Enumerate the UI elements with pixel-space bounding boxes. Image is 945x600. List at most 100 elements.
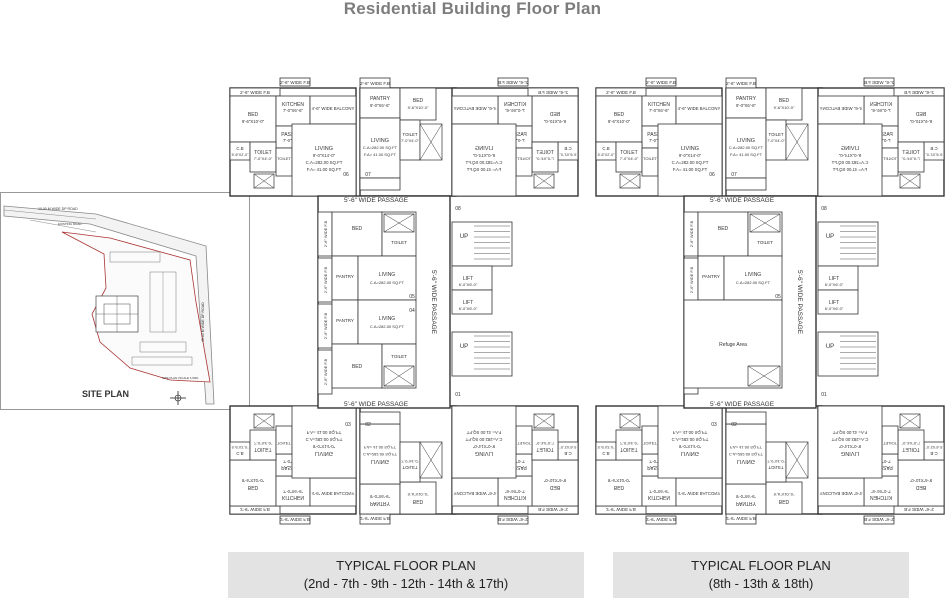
p2-bottom-right-flat: 2'-6" WIDE F.B2'-6" WIDE F.BBED9'-6"X10'… <box>817 405 945 525</box>
p2-bottom-mid-flat-unit-box <box>725 411 767 425</box>
p2-bottom-left-flat-kitchen-dim: 7'-0"X6'-6" <box>649 489 669 494</box>
p2-top-right-flat-toilet-a <box>897 141 925 173</box>
p2-lift-b-dim: 6'-0"X6'-0" <box>825 306 844 311</box>
p2-bottom-left-flat: 2'-6" WIDE F.B2'-6" WIDE F.BBED9'-6"X10'… <box>595 405 723 525</box>
p1-stair-top-up: UP <box>460 234 468 240</box>
p1-top-right-flat-living <box>451 123 517 197</box>
p1-core-bed-bottom-label: BED <box>352 364 363 370</box>
p1-bottom-left-flat-bed-dim: 9'-6"X10'-0" <box>242 478 265 483</box>
p2-bottom-left-flat-living-dim: 9'-0"X14'-0" <box>679 444 702 449</box>
p2-bottom-left-flat-fb-left-label: 2'-6" WIDE F.B <box>606 507 636 512</box>
p2-bottom-mid-flat-pantry-dim: 9'-0"X6'-6" <box>736 494 756 499</box>
p1-bottom-mid-group: 2'-6" WIDE F.BPANTRY9'-0"X6'-6"BED9'-6"X… <box>359 405 457 525</box>
p1-bottom-left-flat-cb-dim: 5'-6"X2'-0" <box>232 445 249 449</box>
p1-bottom-left-flat: 2'-6" WIDE F.B2'-6" WIDE F.BBED9'-6"X10'… <box>229 405 357 525</box>
north-arrow-icon <box>170 391 186 405</box>
p1-top-mid-flat-shaft <box>419 123 443 161</box>
p1-num-07: 07 <box>365 172 371 178</box>
p2-top-mid-flat-pantry-dim: 9'-0"X6'-6" <box>736 103 756 108</box>
site-existing-road-label: EXISTING ROAD <box>58 222 82 226</box>
p2-bottom-right-flat-area-ca: C.A=282.00 SQ.FT <box>831 437 868 442</box>
p2-fb-strip-label-1: 2'-6" WIDE F.B <box>689 266 694 293</box>
p2-core-bed-top <box>697 211 749 257</box>
p1-bottom-right-flat-balcony-label: 4'-6" WIDE BALCONY <box>454 491 497 496</box>
p1-top-mid-flat-bed <box>399 87 437 121</box>
p1-lift-b-dim: 6'-0"X6'-0" <box>459 306 478 311</box>
p2-top-right-flat-living-dim: 9'-0"X14'-0" <box>838 153 861 158</box>
p2-fb-strip-label-0: 2'-6" WIDE F.B <box>689 220 694 247</box>
p1-bottom-left-flat-balcony-label: 4'-6" WIDE BALCONY <box>312 491 355 496</box>
p1-top-right-flat-bed-label: BED <box>549 112 560 118</box>
p2-top-right-flat-balcony-label: 4'-6" WIDE BALCONY <box>820 106 863 111</box>
p1-bottom-left-flat-toilet-a-label: TOILET <box>254 446 271 452</box>
p1-bottom-right-flat-cb-dim: 5'-6"X2'-0" <box>559 445 576 449</box>
p1-bottom-left-flat-fb-left-label: 2'-6" WIDE F.B <box>240 507 270 512</box>
p1-passage-vertical-label: 5'-6" WIDE PASSAGE <box>430 270 437 335</box>
p2-bottom-left-flat-fb-top <box>645 515 677 525</box>
p1-top-mid-flat-area-fa: F.A= 41.00 SQ.FT <box>364 152 397 157</box>
p1-bottom-left-flat-toilet-a <box>249 429 277 461</box>
site-plan-drawing: 10.00 M WIDE DP ROAD EXISTING ROAD 45.00… <box>0 192 250 410</box>
p2-bottom-mid-flat-shaft <box>785 441 809 479</box>
p2-bottom-right-flat-toilet-a-dim: 7'-0"X4'-0" <box>901 441 920 446</box>
p1-core-pantry-b-label: PANTRY <box>336 318 354 323</box>
p1-bottom-left-flat-cb <box>229 441 251 461</box>
p2-lift-a-dim: 6'-0"X6'-0" <box>825 282 844 287</box>
p1-passage-bottom-label: 5'-6" WIDE PASSAGE <box>344 401 409 408</box>
p1-top-right-flat-kitchen <box>497 95 533 127</box>
p1-bottom-left-flat-shaft-a <box>253 413 275 429</box>
p1-bottom-right-flat-cb <box>557 441 579 461</box>
p2-bottom-right-flat-cb-dim: 5'-6"X2'-0" <box>925 445 942 449</box>
p1-stair-top <box>451 221 513 267</box>
p2-top-right-flat-fb-top <box>863 77 895 87</box>
p1-bottom-right-flat-shaft-a <box>533 413 555 429</box>
p1-bottom-left-flat-cb-label: C.B <box>236 451 243 456</box>
p1-bottom-mid-flat-living <box>359 423 401 485</box>
p2-top-mid-flat-toilet-label: TOILET <box>769 132 784 137</box>
p1-top-right-flat-toilet-b-label: TOILET <box>516 156 530 161</box>
p2-top-left-flat: 2'-6" WIDE F.B2'-6" WIDE F.BBED9'-6"X10'… <box>595 77 723 197</box>
p2-bottom-left-flat-living-label: LIVING <box>681 450 699 456</box>
p2-top-right-flat-living <box>817 123 883 197</box>
p2-bottom-right-flat-living-label: LIVING <box>841 450 859 456</box>
p2-top-right-flat-balcony <box>817 95 865 125</box>
site-plan-panel: 10.00 M WIDE DP ROAD EXISTING ROAD 45.00… <box>0 192 250 410</box>
p2-top-left-flat-living-label: LIVING <box>681 146 699 152</box>
p2-bottom-right-flat-bed <box>897 459 945 507</box>
p1-bottom-right-flat-fb-left-label: 2'-6" WIDE F.B <box>538 507 568 512</box>
p1-bottom-mid-flat-fb-top-label: 2'-6" WIDE F.B <box>360 516 390 521</box>
p2-bottom-mid-flat-area-ca: C.A=282.00 SQ.FT <box>729 452 764 457</box>
p1-top-right-flat-fb-left-label: 2'-6" WIDE F.B <box>538 90 568 95</box>
p1-top-right-flat-area-fa: F.A= 41.00 SQ.FT <box>466 167 501 172</box>
p2-num-08: 08 <box>821 206 827 212</box>
p1-passage-top-label: 5'-6" WIDE PASSAGE <box>344 197 409 204</box>
p1-top-left-flat-toilet-a-dim: 7'-0"X4'-0" <box>254 156 273 161</box>
p2-top-left-flat-area-fa: F.A= 41.00 SQ.FT <box>673 167 708 172</box>
p1-stair-bottom-up: UP <box>460 344 468 350</box>
p2-bottom-right-flat-shaft-a <box>899 413 921 429</box>
p2-top-right-flat-bed-dim: 9'-6"X10'-0" <box>909 119 932 124</box>
p2-top-left-flat-cb-label: C.B <box>602 146 609 151</box>
p2-bottom-left-flat-cb-label: C.B <box>602 451 609 456</box>
p1-top-right-flat-kitchen-dim: 7'-0"X6'-6" <box>505 108 525 113</box>
p1-top-left-flat-kitchen-dim: 7'-0"X6'-6" <box>283 108 303 113</box>
p2-top-right-flat-toilet-a-label: TOILET <box>902 150 919 156</box>
p2-stair-top-up: UP <box>826 234 834 240</box>
p1-top-left-flat-fb-left-label: 2'-6" WIDE F.B <box>240 90 270 95</box>
p1-top-right-flat-bed-dim: 9'-6"X10'-0" <box>543 119 566 124</box>
p2-top-right-flat-living-label: LIVING <box>841 146 859 152</box>
site-scale-note: SITE PLAN (SCALE 1:500) <box>162 376 198 380</box>
p2-top-left-flat-toilet-b-label: TOILET <box>643 156 657 161</box>
p2-bottom-right-flat-cb <box>923 441 945 461</box>
p2-bottom-mid-flat-toilet-dim: 7'-0"X4'-0" <box>767 459 785 463</box>
p2-top-right-group: 2'-6" WIDE F.B2'-6" WIDE F.BBED9'-6"X10'… <box>817 77 945 197</box>
p2-bottom-right-flat-cb-label: C.B <box>930 451 937 456</box>
p2-core-toilet-top-label: TOILET <box>757 240 773 245</box>
p1-bottom-mid-flat-pantry-dim: 9'-0"X6'-6" <box>370 494 390 499</box>
p1-top-left-flat-cb-label: C.B <box>236 146 243 151</box>
p1-fb-strip-label-0: 2'-6" WIDE F.B <box>323 220 328 247</box>
p2-top-mid-flat-fb-top-label: 2'-6" WIDE F.B <box>726 81 756 86</box>
p1-bottom-right-flat-living-label: LIVING <box>475 450 493 456</box>
p2-bottom-mid-flat-pantry-label: PANTRY <box>736 500 756 506</box>
floor-plan-1-drawing: 2'-6" WIDE F.B2'-6" WIDE F.BBED9'-6"X10'… <box>229 77 579 525</box>
